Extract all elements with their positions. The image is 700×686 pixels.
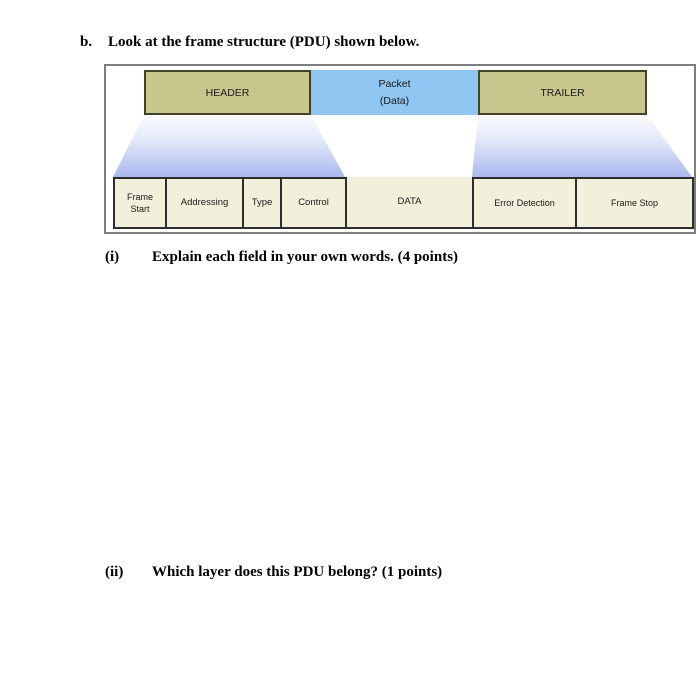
trailer-box-label: TRAILER: [540, 86, 585, 99]
header-box: HEADER: [144, 70, 311, 115]
field-label-type: Type: [251, 196, 273, 208]
field-label-control: Control: [298, 196, 329, 208]
field-cell-control: Control: [280, 177, 347, 229]
field-cell-error-detection: Error Detection: [472, 177, 577, 229]
packet-data-box: Packet (Data): [311, 70, 478, 115]
trailer-expansion-funnel: [472, 115, 692, 177]
packet-label-line2: (Data): [379, 94, 410, 107]
field-label-error-detection: Error Detection: [494, 197, 555, 208]
field-label-frame-stop: Frame Stop: [610, 197, 659, 208]
question-b-heading: b. Look at the frame structure (PDU) show…: [80, 34, 419, 51]
field-label-addressing: Addressing: [180, 196, 229, 208]
pdu-frame-diagram: HEADER Packet (Data) TRAILER Frame Start…: [104, 64, 696, 234]
subquestion-i-text: Explain each field in your own words. (4…: [152, 249, 459, 265]
subquestion-ii: (ii) Which layer does this PDU belong? (1…: [105, 564, 442, 581]
field-cell-frame-start: Frame Start: [113, 177, 167, 229]
question-b-text: Look at the frame structure (PDU) shown …: [108, 34, 420, 50]
field-cell-addressing: Addressing: [165, 177, 244, 229]
packet-label-line1: Packet: [378, 78, 411, 91]
field-cell-frame-stop: Frame Stop: [575, 177, 694, 229]
subquestion-ii-text: Which layer does this PDU belong? (1 poi…: [152, 564, 443, 580]
field-label-data: DATA: [397, 195, 422, 207]
trailer-box: TRAILER: [478, 70, 647, 115]
subquestion-ii-label: (ii): [105, 564, 124, 580]
subquestion-i-label: (i): [105, 249, 120, 265]
subquestion-i: (i) Explain each field in your own words.…: [105, 249, 458, 266]
pdu-frame-diagram-inner: HEADER Packet (Data) TRAILER Frame Start…: [106, 66, 694, 232]
question-b-label: b.: [80, 34, 93, 50]
header-box-label: HEADER: [205, 86, 250, 99]
field-label-frame-start: Frame Start: [126, 191, 153, 214]
header-expansion-funnel: [113, 115, 345, 177]
field-cell-data: DATA: [345, 177, 474, 229]
field-cell-type: Type: [242, 177, 282, 229]
